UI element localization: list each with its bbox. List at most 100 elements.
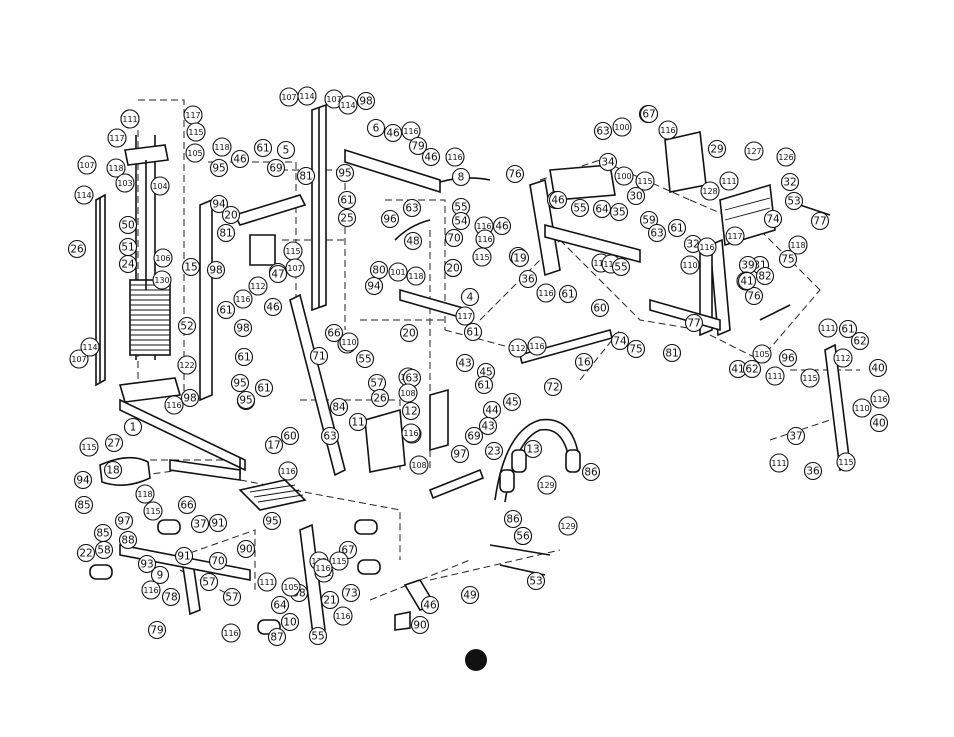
part-callout: 88	[118, 530, 138, 550]
part-callout: 116	[401, 121, 421, 141]
callout-number: 55	[614, 262, 627, 274]
callout-number: 103	[117, 179, 132, 188]
part-callout: 117	[107, 128, 127, 148]
part-callout: 118	[106, 158, 126, 178]
part-callout: 69	[464, 426, 484, 446]
callout-number: 117	[109, 134, 124, 143]
part-callout: 86	[503, 509, 523, 529]
callout-circle	[123, 417, 143, 437]
callout-circle	[143, 501, 163, 521]
callout-circle	[870, 389, 890, 409]
callout-circle	[460, 585, 480, 605]
part-callout: 61	[463, 322, 483, 342]
part-callout: 10	[280, 612, 300, 632]
part-callout: 118	[788, 235, 808, 255]
callout-number: 49	[463, 590, 476, 602]
part-callout: 61	[234, 347, 254, 367]
callout-number: 110	[682, 261, 697, 270]
callout-number: 63	[405, 203, 418, 215]
callout-number: 97	[453, 449, 466, 461]
callout-circle	[348, 412, 368, 432]
callout-number: 116	[315, 564, 330, 573]
part-callout: 20	[221, 205, 241, 225]
part-callout: 43	[455, 353, 475, 373]
callout-circle	[700, 181, 720, 201]
callout-number: 32	[783, 177, 796, 189]
callout-number: 51	[121, 242, 134, 254]
part-callout: 64	[592, 199, 612, 219]
callout-number: 59	[642, 215, 655, 227]
callout-circle	[141, 580, 161, 600]
callout-circle	[186, 122, 206, 142]
callout-number: 55	[358, 354, 371, 366]
callout-circle	[800, 368, 820, 388]
callout-number: 22	[79, 548, 92, 560]
callout-number: 116	[280, 467, 295, 476]
part-callout: 60	[280, 426, 300, 446]
part-callout: 36	[518, 269, 538, 289]
callout-number: 116	[603, 260, 618, 269]
callout-circle	[268, 264, 288, 284]
callout-number: 95	[338, 168, 351, 180]
callout-number: 39	[741, 260, 754, 272]
callout-circle	[868, 358, 888, 378]
part-callout: 116	[475, 229, 495, 249]
part-callout: 71	[309, 346, 329, 366]
part-callout: 4	[460, 287, 480, 307]
callout-number: 74	[766, 214, 780, 226]
part-callout: 114	[74, 185, 94, 205]
part-callout: 24	[118, 254, 138, 274]
callout-circle	[510, 248, 530, 268]
part-callout: 46	[421, 147, 441, 167]
callout-circle	[755, 266, 775, 286]
part-callout: 22	[76, 543, 96, 563]
callout-circle	[505, 164, 525, 184]
callout-circle	[329, 397, 349, 417]
part-callout: 127	[744, 141, 764, 161]
callout-circle	[74, 495, 94, 515]
part-callout: 50	[118, 215, 138, 235]
callout-number: 61	[257, 383, 270, 395]
callout-number: 129	[560, 522, 575, 531]
part-callout: 105	[752, 344, 772, 364]
part-callout: 91	[174, 546, 194, 566]
part-callout: 62	[742, 359, 762, 379]
callout-circle	[609, 202, 629, 222]
part-callout: 104	[150, 176, 170, 196]
page-badge	[465, 649, 487, 671]
top-arm	[344, 148, 441, 194]
part-callout: 64	[270, 595, 290, 615]
callout-number: 69	[467, 431, 480, 443]
callout-number: 115	[637, 177, 652, 186]
part-callout: 115	[283, 241, 303, 261]
callout-number: 107	[287, 264, 302, 273]
part-callout: 44	[482, 400, 502, 420]
callout-circle	[115, 173, 135, 193]
callout-number: 115	[145, 507, 160, 516]
top-plate	[124, 144, 169, 166]
part-callout: 81	[296, 166, 316, 186]
callout-number: 115	[188, 128, 203, 137]
callout-circle	[527, 336, 547, 356]
callout-number: 118	[108, 164, 123, 173]
part-callout: 84	[329, 397, 349, 417]
part-callout: 116	[401, 423, 421, 443]
part-callout: 116	[658, 120, 678, 140]
part-callout: 58	[94, 540, 114, 560]
part-callout: 115	[836, 452, 856, 472]
callout-number: 54	[454, 216, 468, 228]
part-callout: 116	[527, 336, 547, 356]
callout-circle	[177, 495, 197, 515]
callout-number: 69	[269, 163, 282, 175]
callout-number: 111	[771, 459, 786, 468]
callout-number: 107	[281, 93, 296, 102]
callout-circle	[763, 209, 783, 229]
callout-number: 75	[629, 344, 642, 356]
callout-circle	[443, 258, 463, 278]
callout-number: 61	[466, 327, 479, 339]
callout-number: 116	[403, 429, 418, 438]
callout-number: 57	[370, 378, 383, 390]
part-callout: 11	[348, 412, 368, 432]
part-callout: 46	[383, 123, 403, 143]
part-callout: 87	[267, 627, 287, 647]
